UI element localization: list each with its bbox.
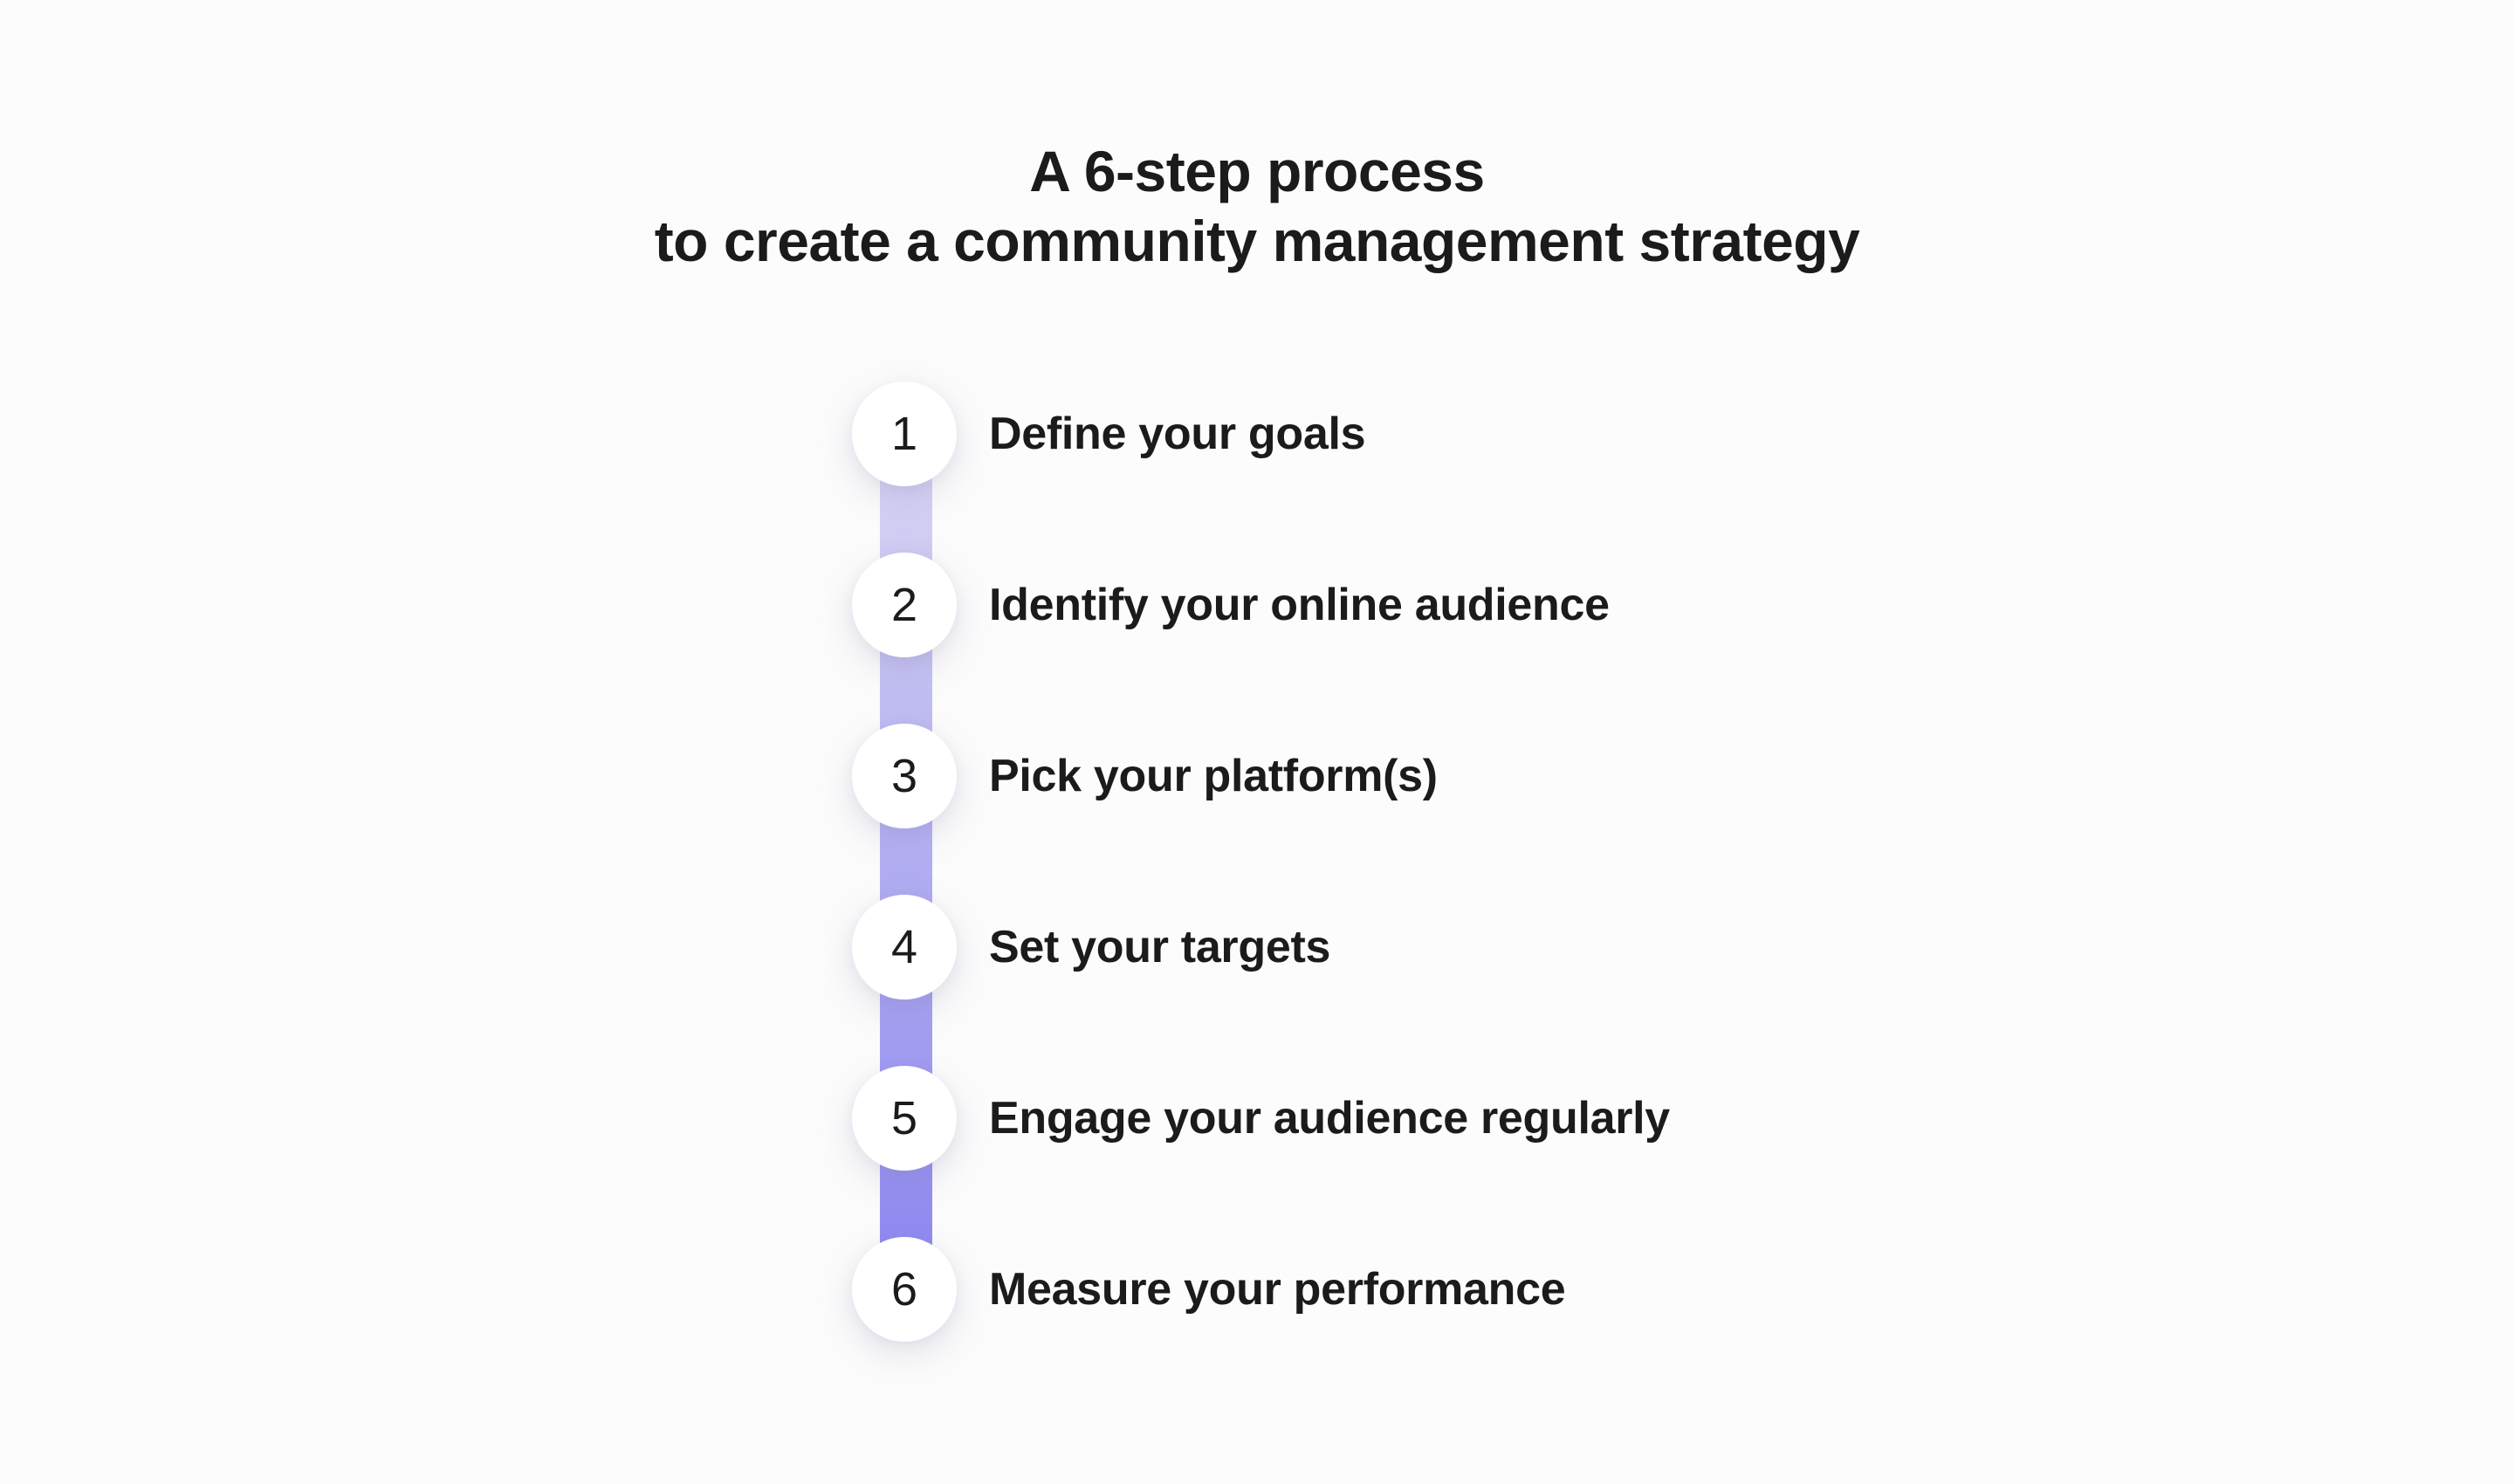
page-title: A 6-step process to create a community m… [0,136,2514,276]
step-label: Pick your platform(s) [989,751,1438,801]
step-row: 1 Define your goals [852,381,1670,486]
step-row: 3 Pick your platform(s) [852,724,1670,828]
page-title-line2: to create a community management strateg… [654,209,1860,273]
step-row: 4 Set your targets [852,895,1670,1000]
step-number-badge: 6 [852,1237,957,1342]
step-number-badge: 5 [852,1066,957,1171]
step-label: Measure your performance [989,1264,1566,1315]
step-number-badge: 2 [852,553,957,657]
step-number-badge: 1 [852,381,957,486]
step-number-badge: 4 [852,895,957,1000]
step-row: 6 Measure your performance [852,1237,1670,1342]
step-label: Set your targets [989,922,1331,972]
step-label: Engage your audience regularly [989,1093,1670,1144]
step-number-badge: 3 [852,724,957,828]
step-row: 2 Identify your online audience [852,553,1670,657]
step-timeline: 1 Define your goals 2 Identify your onli… [852,381,1670,1342]
step-row: 5 Engage your audience regularly [852,1066,1670,1171]
step-label: Define your goals [989,409,1366,459]
page-title-line1: A 6-step process [1029,139,1485,203]
step-label: Identify your online audience [989,580,1610,630]
